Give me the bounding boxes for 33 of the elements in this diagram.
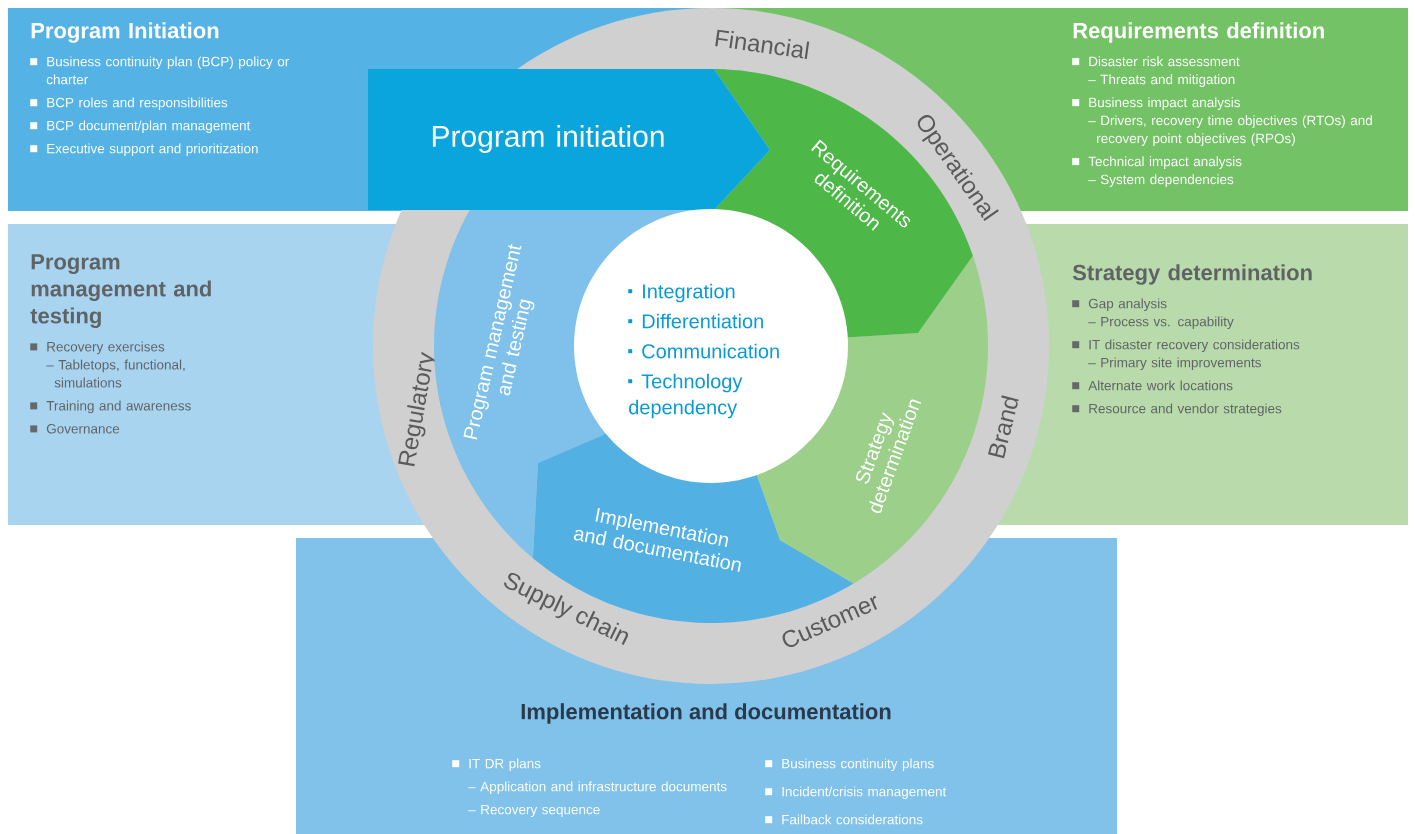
panel-heading: Strategy determination: [1072, 264, 1312, 285]
panel-heading: Program management and testing: [30, 254, 211, 328]
list-item: Business continuity plans: [765, 758, 934, 771]
list-item: Gap analysis: [1072, 298, 1167, 311]
list-item: Business continuity plan (BCP) policy or charter: [30, 56, 290, 85]
list-item: Disaster risk assessment: [1072, 56, 1240, 67]
list-item: Business impact analysis: [1072, 97, 1240, 110]
list-item: BCP roles and responsibilities: [30, 97, 228, 110]
list-item: Alternate work locations: [1072, 380, 1233, 391]
list-item: Resource and vendor strategies: [1072, 403, 1282, 416]
list-item: – Primary site improvements: [1088, 357, 1261, 370]
list-item: – Drivers, recovery time objectives (RTOs) and recovery point objectives (RPOs): [1088, 115, 1372, 146]
ring-label: Financial: [715, 29, 810, 59]
list-item: – Process vs. capability: [1088, 316, 1234, 329]
list-item: – Recovery sequence: [468, 804, 600, 817]
list-item: Training and awareness: [30, 400, 191, 414]
panel-heading: Program Initiation: [31, 22, 219, 43]
list-item: BCP document/plan management: [30, 120, 251, 133]
ring-label: Brand: [988, 395, 1019, 459]
list-item: IT DR plans: [452, 758, 541, 771]
list-item: – Application and infrastructure documents: [468, 781, 727, 794]
panel-heading: Implementation and documentation: [521, 703, 891, 724]
list-item: Incident/crisis management: [765, 786, 947, 799]
list-item: – Threats and mitigation: [1088, 74, 1235, 87]
list-item: Failback considerations: [765, 814, 923, 825]
list-item: Executive support and prioritization: [30, 143, 258, 156]
list-item: Technical impact analysis: [1072, 156, 1242, 169]
list-item: – System dependencies: [1088, 174, 1234, 187]
list-item: Governance: [30, 423, 120, 434]
list-item: IT disaster recovery considerations: [1072, 339, 1300, 352]
list-item: – Tabletops, functional, simulations: [46, 359, 185, 388]
list-item: Recovery exercises: [30, 341, 165, 355]
panel-heading: Requirements definition: [1073, 22, 1324, 43]
